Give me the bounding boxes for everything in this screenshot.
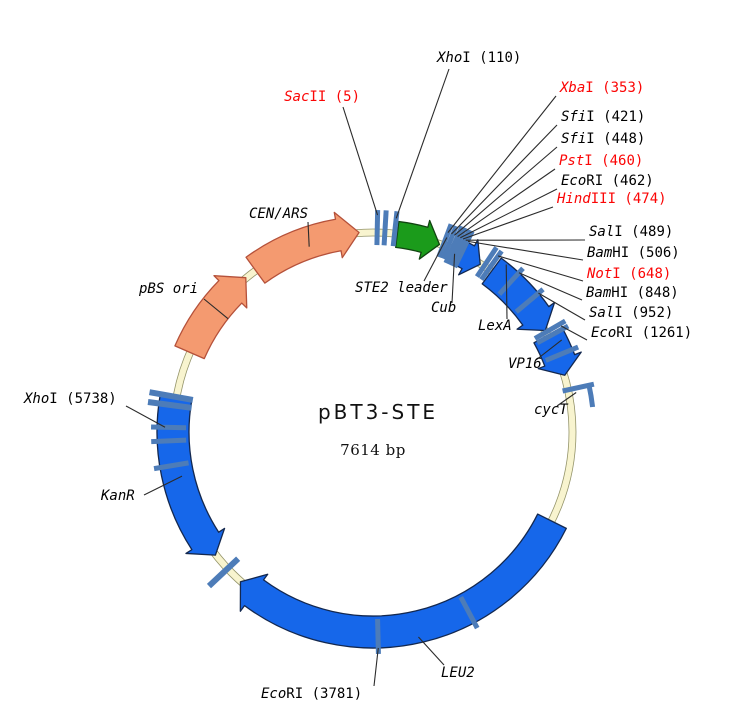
tick-mark: [533, 318, 567, 341]
tick-mark: [151, 424, 187, 431]
leader-line-cen-ars: [307, 221, 310, 247]
gene-label-cyct: cycT: [534, 402, 569, 418]
gene-label-ste2-leader: STE2 leader: [355, 280, 448, 296]
leader-line-bamHI-848: [518, 272, 583, 301]
feature-cen-ars-arrow: [245, 211, 360, 284]
gene-label-vp16: VP16: [508, 356, 542, 372]
tick-mark: [443, 225, 468, 266]
leader-line-hindIII-474: [462, 206, 554, 240]
restriction-site-label-sfiI-448: SfiI (448): [561, 131, 645, 147]
gene-label-cen-ars: CEN/ARS: [249, 206, 308, 222]
leader-line-pstI-460: [457, 168, 556, 237]
leader-line-notI-648: [497, 255, 584, 282]
leader-line-ecoRI-1261: [560, 325, 588, 341]
tick-mark: [458, 595, 480, 630]
feature-leu2-arrow: [239, 513, 567, 649]
leader-line-pbs-ori: [203, 298, 229, 320]
leader-line-sfiI-421: [451, 124, 558, 235]
tick-mark: [151, 437, 187, 445]
leader-line-vp16: [535, 339, 563, 361]
tick-mark: [148, 389, 194, 403]
tick-mark: [381, 210, 389, 246]
feature-labels: SacII (5) XhoI (110) XbaI (353) SfiI (421) S…: [23, 50, 692, 702]
gene-label-leu2: LEU2: [441, 665, 475, 681]
leader-line-sacII-5: [342, 106, 379, 216]
leader-line-ste2-leader: [423, 237, 448, 282]
plasmid-size: 7614 bp: [340, 441, 406, 459]
feature-kanr-arrow: [156, 395, 226, 556]
tick-mark: [449, 228, 475, 269]
leader-line-xhoI-110: [395, 68, 450, 219]
tick-mark: [147, 399, 193, 411]
leader-line-cyct: [556, 392, 577, 407]
tick-mark: [474, 246, 499, 278]
gene-label-pbs-ori: pBS ori: [138, 281, 198, 297]
restriction-site-label-sfiI-421: SfiI (421): [561, 109, 645, 125]
gene-label-cub: Cub: [431, 300, 456, 316]
tick-mark: [153, 460, 189, 472]
feature-pbs-ori-arrow: [174, 275, 248, 360]
leader-line-ecoRI-462: [460, 188, 558, 239]
restriction-site-label-salI-952: SalI (952): [589, 305, 673, 321]
restriction-site-label-xhoI-5738: XhoI (5738): [23, 391, 117, 407]
leader-line-kanr: [143, 475, 183, 496]
leader-line-cub: [451, 253, 456, 304]
restriction-site-label-bamHI-506: BamHI (506): [587, 245, 680, 261]
feature-cub-arrow: [456, 239, 481, 276]
feature-arrows: [156, 211, 582, 649]
leader-line-xbaI-353: [447, 95, 557, 233]
tick-mark: [536, 323, 570, 345]
leader-line-lexa: [505, 264, 508, 320]
restriction-site-label-hindIII-474: HindIII (474): [556, 191, 667, 207]
leader-line-sfiI-448: [454, 146, 558, 236]
restriction-site-label-pstI-460: PstI (460): [559, 153, 643, 169]
cyct-elbow-mark: [586, 384, 596, 408]
plasmid-title: pBT3-STE: [318, 400, 438, 424]
restriction-site-label-ecoRI-3781: EcoRI (3781): [261, 686, 362, 702]
leader-lines: [125, 68, 588, 687]
restriction-site-label-xhoI-110: XhoI (110): [436, 50, 521, 66]
restriction-site-label-sacII-5: SacII (5): [284, 89, 360, 105]
gene-label-lexa: LexA: [478, 318, 512, 334]
leader-line-leu2: [418, 636, 445, 666]
restriction-site-label-ecoRI-1261: EcoRI (1261): [591, 325, 692, 341]
restriction-site-label-notI-648: NotI (648): [586, 266, 671, 282]
restriction-site-label-ecoRI-462: EcoRI (462): [561, 173, 654, 189]
restriction-site-label-bamHI-848: BamHI (848): [586, 285, 679, 301]
leader-line-salI-952: [538, 292, 586, 321]
feature-lexa-arrow: [481, 257, 556, 332]
feature-cyc1p-arrow: [395, 219, 441, 260]
restriction-site-label-salI-489: SalI (489): [589, 224, 673, 240]
tick-mark: [206, 556, 241, 589]
leader-line-xhoI-5738: [125, 405, 166, 428]
restriction-site-label-xbaI-353: XbaI (353): [559, 80, 644, 96]
leader-line-ecoRI-3781: [373, 647, 379, 687]
tick-mark: [374, 209, 381, 246]
tick-mark: [544, 344, 580, 363]
leader-line-bamHI-506: [467, 240, 584, 261]
gene-label-kanr: KanR: [100, 488, 135, 504]
